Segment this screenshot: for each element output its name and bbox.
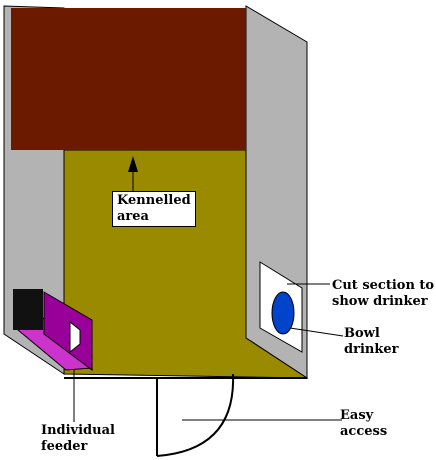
- kennelled-area-label: Kennelled area: [117, 193, 191, 224]
- individual-feeder-label: Individual feeder: [41, 423, 115, 454]
- bowl-drinker: [271, 291, 295, 335]
- easy-access-label: Easy access: [340, 408, 388, 439]
- bowl-drinker-leader: [289, 327, 344, 337]
- kennelled-area-callout: Kennelled area: [112, 191, 196, 227]
- door-swing-arc: [156, 373, 235, 457]
- feeder-block: [13, 289, 43, 330]
- feeder-face: [43, 291, 93, 371]
- cut-section-label: Cut section to show drinker: [332, 278, 435, 309]
- feeder-trough: [69, 320, 81, 354]
- arrow-up-icon: [128, 156, 138, 172]
- bowl-drinker-label: Bowl drinker: [344, 326, 399, 357]
- kennelled-area: [11, 8, 246, 150]
